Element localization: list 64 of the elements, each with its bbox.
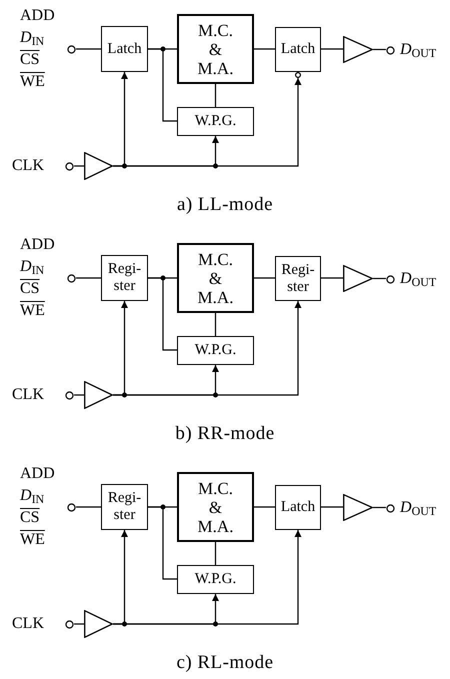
inversion-bubble xyxy=(295,72,301,78)
signal-line xyxy=(321,277,343,279)
signal-label: D$_{OUT}$ xyxy=(400,269,436,289)
process-box: M.C. & M.A. xyxy=(177,243,254,313)
signal-label: D$_{IN}$ xyxy=(20,257,44,276)
signal-label: CLK xyxy=(12,385,44,405)
buffer-triangle xyxy=(84,610,113,638)
signal-label: D$_{IN}$ xyxy=(20,486,44,505)
clock-arrow xyxy=(113,530,302,625)
signal-line xyxy=(76,277,101,279)
signal-line xyxy=(254,506,275,508)
signal-label: CS xyxy=(20,508,40,527)
signal-label: D$_{OUT}$ xyxy=(400,498,436,518)
signal-line xyxy=(254,48,275,50)
figure-caption: c) RL-mode xyxy=(176,651,274,675)
buffer-triangle xyxy=(343,36,373,63)
signal-line xyxy=(321,48,343,50)
signal-line xyxy=(74,165,84,167)
signal-line xyxy=(214,542,216,565)
signal-label: CS xyxy=(20,279,40,298)
signal-label: WE xyxy=(20,530,45,549)
process-box: Latch xyxy=(101,26,148,72)
signal-label: ADD xyxy=(20,6,55,25)
signal-line xyxy=(373,48,386,50)
signal-line xyxy=(74,623,84,625)
figure-caption: b) RR-mode xyxy=(175,422,275,446)
buffer-triangle xyxy=(84,381,113,409)
signal-line xyxy=(373,506,386,508)
signal-label: CLK xyxy=(12,156,44,176)
signal-label: WE xyxy=(20,301,45,320)
process-box: Regi- ster xyxy=(275,256,321,301)
process-box: Latch xyxy=(275,27,321,72)
process-box: M.C. & M.A. xyxy=(177,472,254,542)
process-box: W.P.G. xyxy=(177,107,254,136)
signal-line xyxy=(148,277,177,351)
clock-arrow xyxy=(113,78,302,167)
signal-label: D$_{OUT}$ xyxy=(400,40,436,60)
signal-line xyxy=(254,277,275,279)
process-box: Regi- ster xyxy=(101,484,148,530)
signal-line xyxy=(214,313,216,336)
signal-line xyxy=(373,278,386,280)
process-box: Latch xyxy=(275,485,321,530)
buffer-triangle xyxy=(343,265,373,292)
buffer-triangle xyxy=(343,494,373,521)
figure-caption: a) LL-mode xyxy=(176,193,273,217)
process-box: W.P.G. xyxy=(177,565,254,594)
signal-label: CLK xyxy=(12,614,44,634)
signal-line xyxy=(148,506,177,580)
signal-line xyxy=(214,84,216,107)
buffer-triangle xyxy=(84,152,113,180)
process-box: M.C. & M.A. xyxy=(177,14,254,84)
signal-label: D$_{IN}$ xyxy=(20,28,44,47)
signal-label: ADD xyxy=(20,235,55,254)
signal-line xyxy=(321,506,343,508)
signal-line xyxy=(148,48,177,122)
signal-line xyxy=(76,506,101,508)
process-box: Regi- ster xyxy=(101,255,148,301)
signal-line xyxy=(76,48,101,50)
signal-label: ADD xyxy=(20,464,55,483)
process-box: W.P.G. xyxy=(177,336,254,365)
signal-label: CS xyxy=(20,50,40,69)
signal-line xyxy=(74,394,84,396)
clock-arrow xyxy=(113,301,302,396)
signal-label: WE xyxy=(20,72,45,91)
